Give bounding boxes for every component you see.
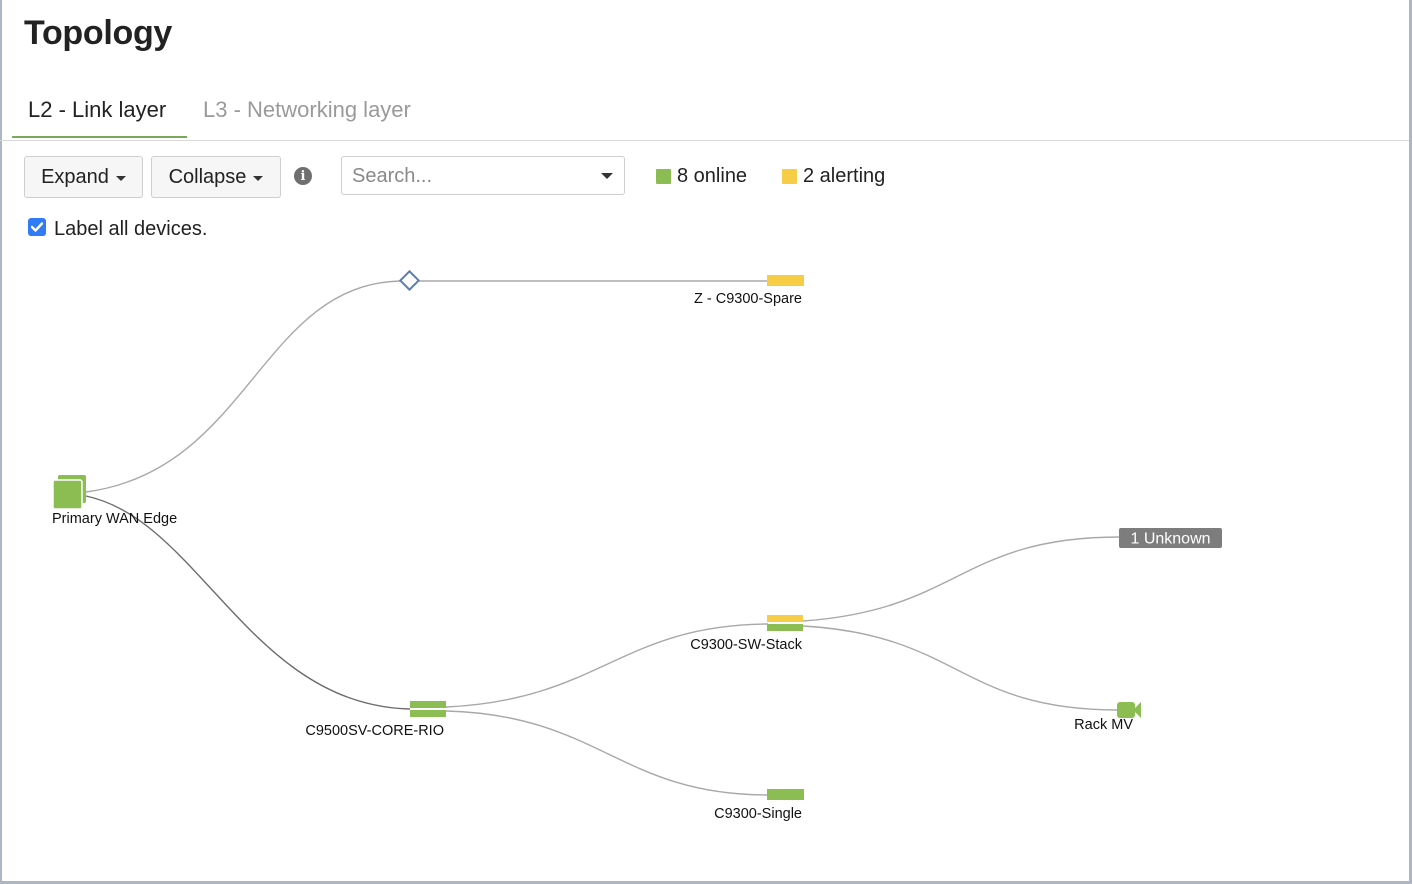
switch-stack-icon	[410, 701, 446, 708]
caret-down-icon	[115, 175, 126, 181]
edge-stack-to-unknown	[802, 536, 1121, 622]
node-junction[interactable]	[398, 269, 421, 292]
node-label: Primary WAN Edge	[52, 511, 177, 527]
node-rack-mv[interactable]: Rack MV	[1074, 702, 1141, 733]
label-all-devices-checkbox[interactable]: Label all devices.	[28, 217, 208, 241]
collapse-label: Collapse	[168, 165, 247, 188]
tab-l2-link-layer[interactable]: L2 - Link layer	[12, 96, 187, 138]
page-title: Topology	[24, 14, 173, 52]
collapse-dropdown-button[interactable]: Collapse	[151, 156, 281, 198]
alerting-count: 2 alerting	[803, 164, 886, 187]
camera-icon	[1117, 702, 1141, 718]
switch-stack-icon	[767, 615, 803, 622]
node-c9300-sw-stack[interactable]: C9300-SW-Stack	[690, 615, 803, 653]
node-label: Rack MV	[1074, 717, 1133, 733]
chevron-down-icon[interactable]	[601, 173, 613, 179]
node-c9500sv-core-rio[interactable]: C9500SV-CORE-RIO	[305, 701, 446, 739]
node-label: C9300-SW-Stack	[690, 637, 802, 653]
edge-stack-to-rackmv	[802, 625, 1119, 711]
switch-icon	[767, 275, 804, 286]
checkbox-checked-icon[interactable]	[28, 217, 46, 236]
online-count: 8 online	[677, 164, 748, 187]
expand-dropdown-button[interactable]: Expand	[24, 156, 143, 198]
info-icon[interactable]: i	[294, 167, 312, 185]
junction-diamond-icon	[398, 269, 421, 292]
node-label: C9500SV-CORE-RIO	[305, 723, 444, 739]
alerting-swatch-icon	[782, 168, 797, 184]
node-z-c9300-spare[interactable]: Z - C9300-Spare	[694, 275, 804, 307]
edge-wan-to-junction	[85, 280, 401, 493]
online-swatch-icon	[656, 168, 671, 184]
caret-down-icon	[253, 175, 264, 181]
search-input[interactable]	[350, 157, 594, 196]
search-select[interactable]	[341, 156, 625, 196]
legend-online: 8 online	[656, 164, 747, 188]
node-label: C9300-Single	[714, 806, 802, 822]
edge-wan-to-core	[85, 495, 411, 710]
switch-icon	[767, 789, 804, 800]
legend-alerting: 2 alerting	[782, 164, 885, 188]
node-primary-wan-edge[interactable]: Primary WAN Edge	[52, 475, 177, 527]
node-c9300-single[interactable]: C9300-Single	[714, 789, 804, 822]
node-label: Z - C9300-Spare	[694, 291, 802, 307]
edge-core-to-stack	[445, 623, 769, 708]
tab-l3-networking-layer[interactable]: L3 - Networking layer	[203, 97, 411, 122]
expand-label: Expand	[41, 165, 109, 188]
tab-bar: L2 - Link layer L3 - Networking layer	[0, 88, 1409, 141]
unknown-badge-label: 1 Unknown	[1130, 531, 1210, 548]
label-all-devices-text: Label all devices.	[54, 218, 208, 240]
edge-core-to-single	[445, 710, 769, 796]
node-unknown-badge[interactable]: 1 Unknown	[1119, 528, 1222, 548]
